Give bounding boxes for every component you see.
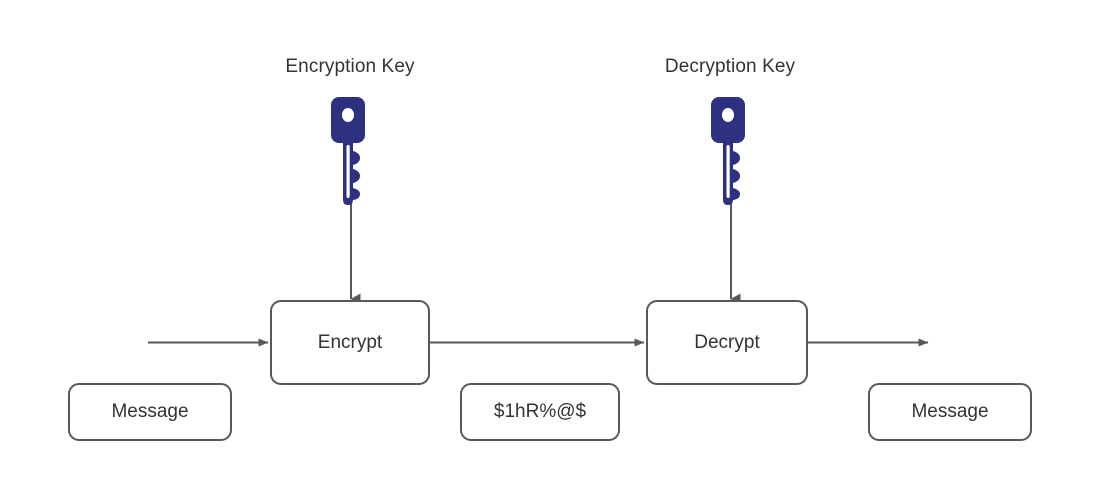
key-glyph [711, 97, 745, 205]
key-glyph [331, 97, 365, 205]
decrypt-process-box[interactable]: Decrypt [646, 300, 808, 385]
encrypt-process-box[interactable]: Encrypt [270, 300, 430, 385]
ciphertext-box[interactable]: $1hR%@$ [460, 383, 620, 441]
encryption-key-label: Encryption Key [285, 56, 415, 77]
decryption-key-icon [711, 97, 745, 205]
decryption-key-label: Decryption Key [664, 56, 796, 77]
plaintext-message-output-box[interactable]: Message [868, 383, 1032, 441]
encryption-key-icon [331, 97, 365, 205]
plaintext-message-input-box[interactable]: Message [68, 383, 232, 441]
